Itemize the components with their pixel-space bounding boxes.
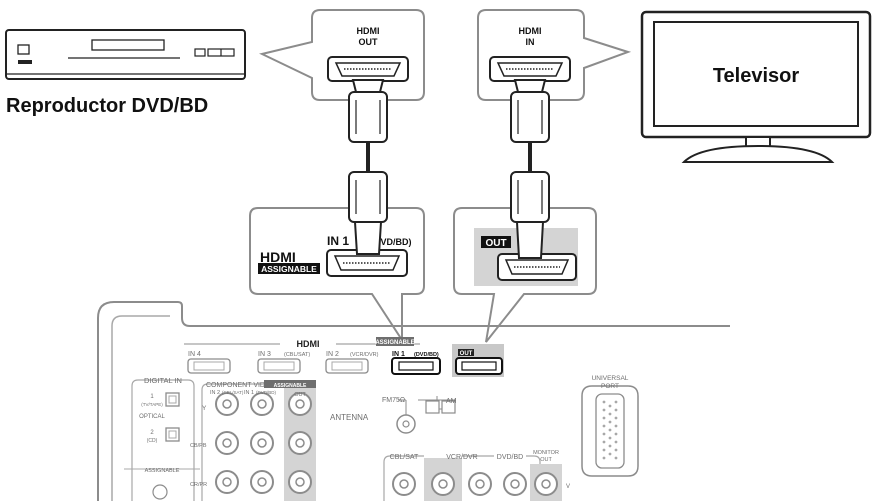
optical-label: OPTICAL (139, 414, 165, 420)
tv-label: Televisor (713, 65, 800, 87)
component-assignable: ASSIGNABLE (274, 383, 307, 389)
cv-cr-label: CR/PR (190, 482, 207, 488)
receiver-in3-sub: (CBL/SAT) (284, 352, 310, 358)
tv-hdmi-in-callout (477, 9, 632, 101)
receiver-in2-sub: (VCR/DVR) (350, 352, 379, 358)
hdmi-cable-player (348, 79, 388, 255)
monitor-out-label: OUT (540, 457, 552, 463)
hdmi-callout-label: HDMI (260, 249, 296, 265)
port-label: PORT (601, 383, 619, 390)
cv-in1-label: IN 1 (244, 390, 254, 396)
v-label: V (566, 484, 570, 490)
hdmi-cable-tv (510, 79, 550, 259)
universal-label: UNIVERSAL (592, 375, 629, 382)
assignable-left-label: ASSIGNABLE (145, 468, 180, 474)
tv-port-label-in: IN (526, 37, 535, 47)
receiver-hdmi-header: HDMI (297, 339, 320, 349)
in1-callout-sub: (DVD/BD) (371, 237, 412, 247)
receiver-in3-label: IN 3 (258, 351, 271, 358)
player-port-label-hdmi: HDMI (357, 26, 380, 36)
receiver-assignable-small: ASSIGNABLE (375, 340, 414, 346)
cv-out-label: OUT (294, 392, 306, 398)
receiver-in1-callout (249, 207, 425, 344)
player-port-label-out: OUT (359, 37, 379, 47)
coax-1-label: 1 (150, 394, 154, 400)
receiver-rear-panel (97, 301, 730, 501)
assignable-badge (258, 263, 320, 274)
receiver-in1-sub: (DVD/BD) (414, 352, 439, 358)
monitor-label: MONITOR (533, 450, 559, 456)
fm-label: FM75Ω (382, 397, 405, 404)
antenna-label: ANTENNA (330, 413, 369, 422)
vcr-dvr-label: VCR/DVR (446, 454, 478, 461)
digital-in-label: DIGITAL IN (144, 376, 182, 385)
cv-in2-label: IN 2 (210, 390, 220, 396)
dvd-bd-label: DVD/BD (497, 454, 523, 461)
receiver-in4-label: IN 4 (188, 351, 201, 358)
dvd-bd-player (5, 29, 246, 80)
cv-y-label: Y (202, 405, 207, 412)
assignable-badge-text: ASSIGNABLE (261, 264, 317, 274)
receiver-out-label: OUT (460, 351, 473, 357)
player-hdmi-out-callout (259, 9, 425, 101)
in1-callout-label: IN 1 (327, 234, 349, 248)
receiver-in2-label: IN 2 (326, 351, 339, 358)
tv-port-label-hdmi: HDMI (519, 26, 542, 36)
cv-in2-sub: (CBL/SAT) (222, 390, 244, 395)
out-badge-text: OUT (485, 238, 506, 249)
cv-in1-sub: (DVD/BD) (256, 390, 277, 395)
opt-2-label: 2 (150, 430, 154, 436)
opt-2-sub: (CD) (147, 438, 158, 444)
player-label: Reproductor DVD/BD (6, 95, 208, 117)
receiver-labels: HDMI ASSIGNABLE IN 4 IN 3 (CBL/SAT) IN 2… (139, 339, 629, 490)
television (640, 10, 872, 163)
receiver-in1-label: IN 1 (392, 351, 405, 358)
cbl-sat-label: CBL/SAT (390, 454, 419, 461)
am-label: AM (446, 398, 457, 405)
component-video-label: COMPONENT VIDEO (206, 382, 276, 389)
cv-cb-label: CB/PB (190, 443, 207, 449)
coax-1-sub: (TV/TAPE) (141, 402, 163, 407)
out-badge (481, 236, 511, 248)
